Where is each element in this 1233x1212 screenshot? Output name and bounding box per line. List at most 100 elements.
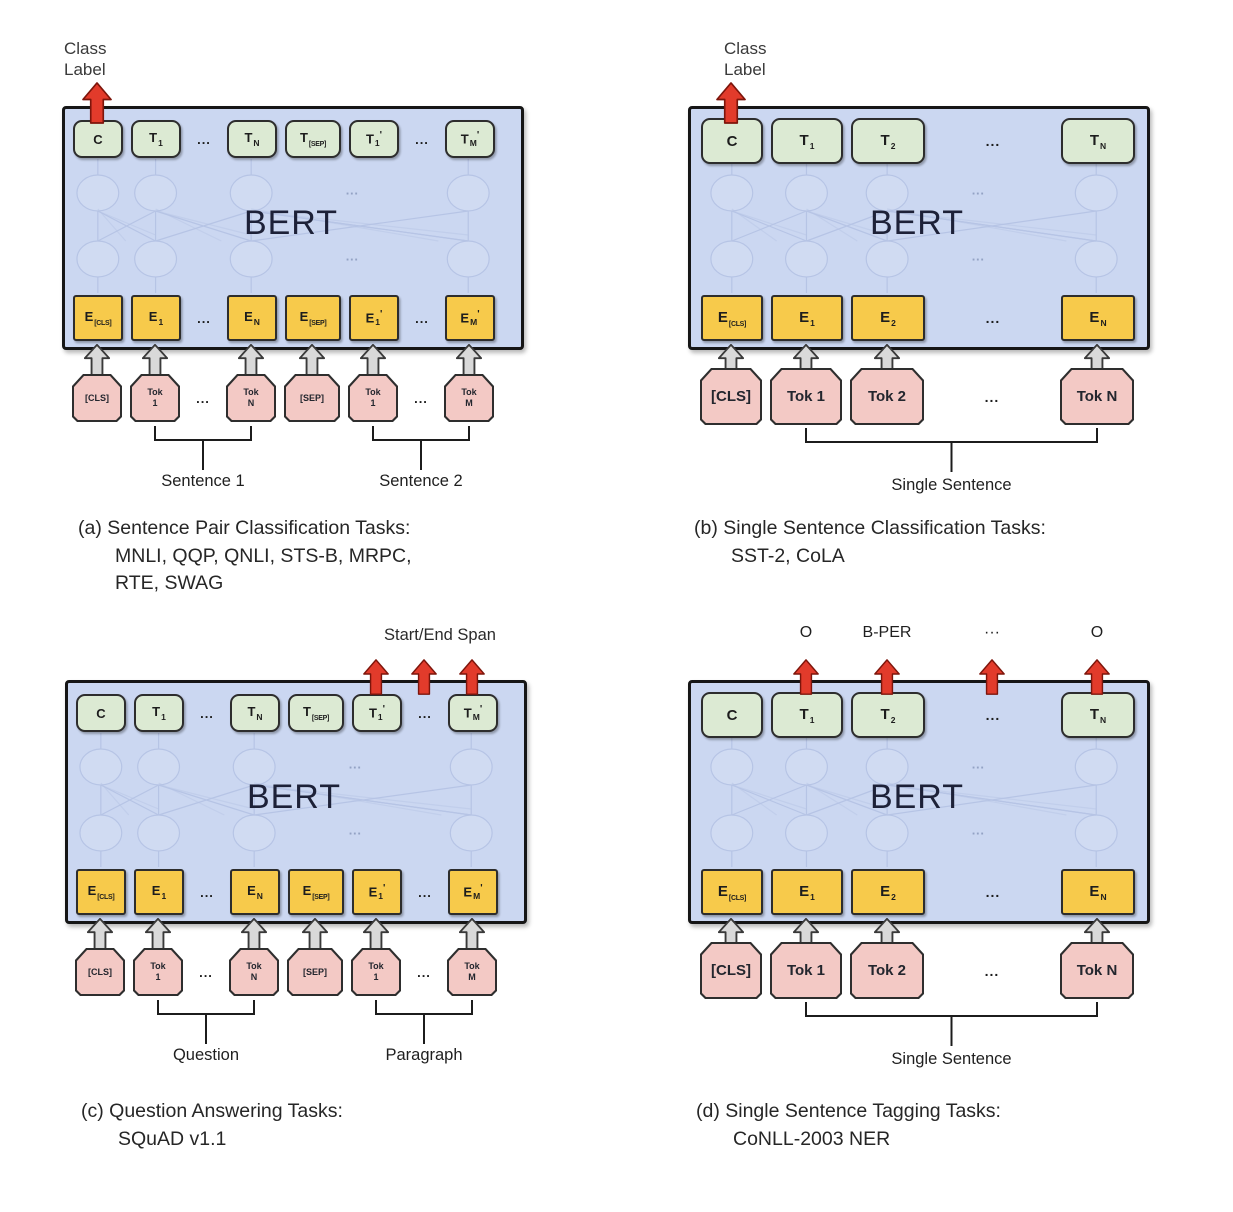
embedding-token: E1: [771, 295, 843, 341]
svg-text:···: ···: [349, 826, 362, 841]
embedding-token-dots: ...: [197, 310, 211, 326]
input-token: [CLS]: [700, 368, 762, 425]
sentence-braces: [154, 426, 470, 470]
input-token: Tok N: [226, 374, 276, 422]
output-token: TM': [445, 120, 495, 158]
red-up-arrow-icon: [874, 659, 900, 700]
input-arrow-row: [688, 917, 1150, 953]
input-token: Tok 1: [770, 942, 842, 999]
red-up-arrow-icon: [793, 659, 819, 700]
output-token: T2: [851, 118, 925, 164]
svg-text:···: ···: [349, 760, 362, 775]
output-token: TN: [1061, 692, 1135, 738]
svg-text:···: ···: [346, 186, 359, 201]
embedding-token: E[CLS]: [76, 869, 126, 915]
input-token: Tok 2: [850, 368, 924, 425]
embedding-token-dots: ...: [418, 884, 432, 900]
embedding-token: EN: [227, 295, 277, 341]
output-token: T1': [349, 120, 399, 158]
embedding-token: EN: [230, 869, 280, 915]
embedding-token: E[SEP]: [288, 869, 344, 915]
transformer-network-decoration: ······: [689, 159, 1145, 293]
output-token-dots: ...: [985, 707, 1001, 723]
input-token: Tok 1: [348, 374, 398, 422]
tag-label: O: [1090, 624, 1104, 641]
embedding-token: E2: [851, 295, 925, 341]
input-token-row: [CLS]Tok 1...Tok N[SEP]Tok 1...Tok M: [62, 374, 524, 422]
panel-caption: (a) Sentence Pair Classification Tasks: …: [78, 517, 412, 594]
brace-label: Single Sentence: [891, 476, 1012, 494]
transformer-network-decoration: ··· ···: [63, 159, 519, 293]
sentence-braces: [157, 1000, 473, 1044]
input-token-dots: ...: [199, 964, 213, 980]
input-token: Tok N: [229, 948, 279, 996]
red-up-arrow-icon: [716, 82, 746, 129]
input-token: Tok 1: [130, 374, 180, 422]
input-token: Tok 2: [850, 942, 924, 999]
output-token: T1: [771, 118, 843, 164]
svg-text:···: ···: [346, 252, 359, 267]
tag-label: O: [799, 624, 813, 641]
input-token-dots: ...: [196, 390, 210, 406]
tag-label: ···: [984, 624, 1000, 641]
input-token: Tok M: [444, 374, 494, 422]
embedding-token: E1: [134, 869, 184, 915]
sentence-braces: [805, 1002, 1098, 1046]
embedding-token-dots: ...: [985, 884, 1001, 900]
embedding-token: E2: [851, 869, 925, 915]
bert-title: BERT: [869, 778, 965, 816]
red-up-arrow-icon: [411, 659, 437, 700]
output-token-dots: ...: [200, 705, 214, 721]
embedding-token: E1': [349, 295, 399, 341]
embedding-token-dots: ...: [200, 884, 214, 900]
bert-title: BERT: [243, 204, 339, 242]
input-token-dots: ...: [417, 964, 431, 980]
output-token: T[SEP]: [285, 120, 341, 158]
sentence-braces: [805, 428, 1098, 472]
input-token: Tok N: [1060, 942, 1134, 999]
output-token: C: [76, 694, 126, 732]
red-up-arrow-icon: [82, 82, 112, 129]
input-token: Tok 1: [351, 948, 401, 996]
tag-label: B-PER: [862, 624, 912, 641]
embedding-token-dots: ...: [985, 310, 1001, 326]
input-token: Tok N: [1060, 368, 1134, 425]
transformer-network-decoration: ··· ···: [689, 733, 1145, 867]
panel-caption: (d) Single Sentence Tagging Tasks: CoNLL…: [696, 1100, 1001, 1150]
transformer-network-decoration: ··· ···: [66, 733, 522, 867]
embedding-token: E[CLS]: [701, 869, 763, 915]
output-token: T1: [771, 692, 843, 738]
output-token-dots: ...: [197, 131, 211, 147]
brace-label: Paragraph: [385, 1046, 463, 1064]
output-token: C: [701, 692, 763, 738]
svg-text:···: ···: [972, 760, 985, 775]
brace-label: Single Sentence: [891, 1050, 1012, 1068]
input-token: Tok 1: [133, 948, 183, 996]
brace-label: Question: [172, 1046, 240, 1064]
input-token-dots: ...: [984, 962, 1000, 979]
svg-text:···: ···: [972, 186, 985, 201]
input-token: Tok 1: [770, 368, 842, 425]
embedding-token: E1: [771, 869, 843, 915]
svg-text:···: ···: [972, 826, 985, 841]
output-token: C: [701, 118, 763, 164]
output-token: T1: [134, 694, 184, 732]
red-up-arrow-icon: [1084, 659, 1110, 700]
red-up-arrow-icon: [363, 659, 389, 700]
embedding-token: E1': [352, 869, 402, 915]
output-token: TN: [230, 694, 280, 732]
embedding-token: EN: [1061, 869, 1135, 915]
start-end-span-label: Start/End Span: [384, 626, 496, 644]
panel-caption: (b) Single Sentence Classification Tasks…: [694, 517, 1046, 567]
